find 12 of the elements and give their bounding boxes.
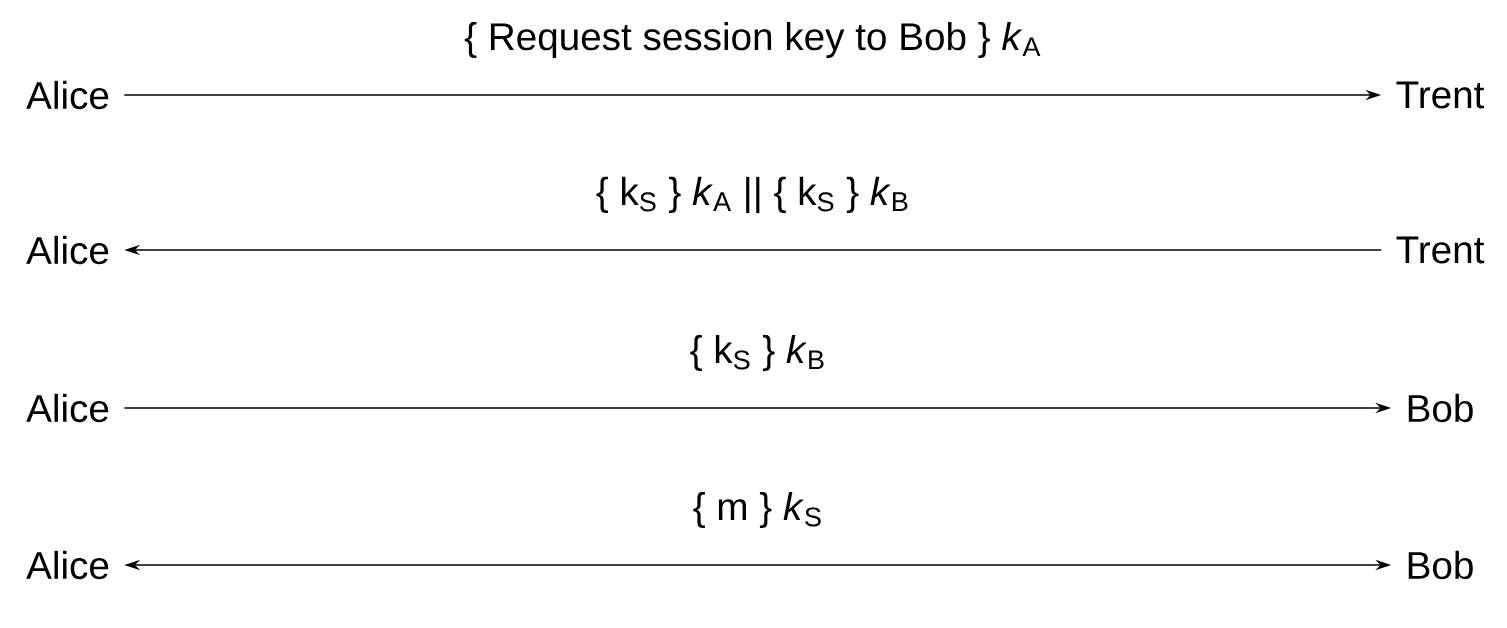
actor-label: Alice [26, 550, 109, 580]
edge-label: { Request session key to Bob } k$_{A}$ [460, 18, 1045, 62]
actor-label: Trent [1396, 81, 1485, 109]
actor-label: Trent [1396, 236, 1485, 264]
actor-label: Alice [26, 393, 109, 423]
actor-label: Alice [26, 80, 109, 110]
actor-label: Alice [26, 235, 109, 265]
actor-label: Bob [1408, 393, 1473, 423]
edge-label: { m } k$_{S}$ [689, 488, 827, 532]
actor-label: Bob [1408, 550, 1473, 580]
edge-label: { k$_{S}$ } k$_{B}$ [686, 331, 830, 375]
edge-label: { k$_{S}$ } k$_{A}$ || { k$_{S}$ } k$_{B}$ [592, 173, 914, 217]
